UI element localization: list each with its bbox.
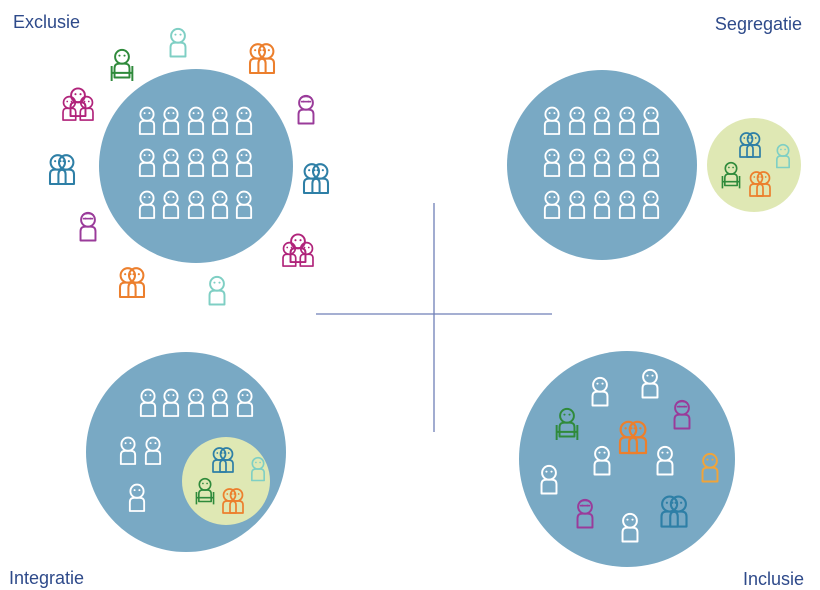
person-icon	[144, 436, 162, 465]
inclusion-quadrant	[519, 351, 735, 567]
person-icon	[701, 452, 719, 483]
person-icon	[642, 148, 660, 177]
person-icon	[621, 512, 639, 543]
two-person-icon	[739, 132, 761, 158]
wheelchair-person-icon	[195, 477, 215, 505]
person-icon	[593, 190, 611, 219]
person-icon	[568, 106, 586, 135]
person-icon	[593, 148, 611, 177]
person-icon	[187, 190, 205, 219]
person-icon	[236, 388, 254, 417]
wheelchair-person-icon	[110, 48, 134, 81]
two-person-icon	[212, 447, 234, 473]
glasses-person-icon	[673, 399, 691, 430]
segregation-quadrant	[507, 70, 801, 260]
segregation-separate-group-circle	[707, 118, 801, 212]
person-icon	[128, 483, 146, 512]
person-icon	[642, 190, 660, 219]
wheelchair-person-icon	[721, 161, 741, 189]
person-icon	[211, 106, 229, 135]
person-icon	[211, 148, 229, 177]
two-person-icon	[749, 171, 771, 197]
inclusion-mixed-group-circle	[519, 351, 735, 567]
person-icon	[618, 190, 636, 219]
exclusion-label: Exclusie	[13, 12, 81, 32]
segregation-label: Segregatie	[714, 14, 802, 34]
wheelchair-person-icon	[555, 407, 579, 440]
person-icon	[543, 190, 561, 219]
person-icon	[568, 148, 586, 177]
person-icon	[540, 464, 558, 495]
person-icon	[593, 106, 611, 135]
two-person-icon	[248, 43, 276, 75]
two-person-icon	[118, 267, 146, 299]
person-icon	[618, 106, 636, 135]
person-icon	[593, 445, 611, 476]
person-icon	[591, 376, 609, 407]
person-icon	[162, 148, 180, 177]
person-icon	[162, 190, 180, 219]
family-icon	[282, 233, 314, 267]
person-icon	[138, 148, 156, 177]
person-icon	[568, 190, 586, 219]
person-icon	[162, 388, 180, 417]
segregation-main-group-circle	[507, 70, 697, 260]
two-person-icon	[48, 154, 76, 186]
person-icon	[211, 388, 229, 417]
glasses-person-icon	[297, 94, 315, 125]
exclusion-quadrant	[48, 27, 330, 306]
person-icon	[618, 148, 636, 177]
person-icon	[187, 106, 205, 135]
integration-quadrant	[86, 352, 286, 552]
person-icon	[211, 190, 229, 219]
person-icon	[235, 106, 253, 135]
integration-label: Integratie	[9, 568, 85, 588]
exclusion-main-group-circle	[99, 69, 293, 263]
two-person-icon	[660, 495, 688, 528]
person-icon	[187, 388, 205, 417]
two-person-icon	[222, 488, 244, 514]
person-icon	[656, 445, 674, 476]
person-icon	[642, 106, 660, 135]
person-icon	[208, 275, 226, 306]
two-person-icon	[302, 163, 330, 195]
glasses-person-icon	[576, 498, 594, 529]
person-icon	[138, 106, 156, 135]
glasses-person-icon	[79, 211, 97, 242]
person-icon	[169, 27, 187, 58]
person-icon	[776, 143, 790, 169]
person-icon	[187, 148, 205, 177]
person-icon	[543, 148, 561, 177]
person-icon	[543, 106, 561, 135]
person-icon	[641, 368, 659, 399]
integration-subgroup-circle	[182, 437, 270, 525]
person-icon	[139, 388, 157, 417]
person-icon	[119, 436, 137, 465]
family-icon	[62, 87, 94, 121]
inclusion-label: Inclusie	[742, 569, 804, 589]
person-icon	[162, 106, 180, 135]
person-icon	[138, 190, 156, 219]
two-person-icon	[618, 420, 648, 455]
person-icon	[251, 456, 265, 482]
person-icon	[235, 148, 253, 177]
person-icon	[235, 190, 253, 219]
